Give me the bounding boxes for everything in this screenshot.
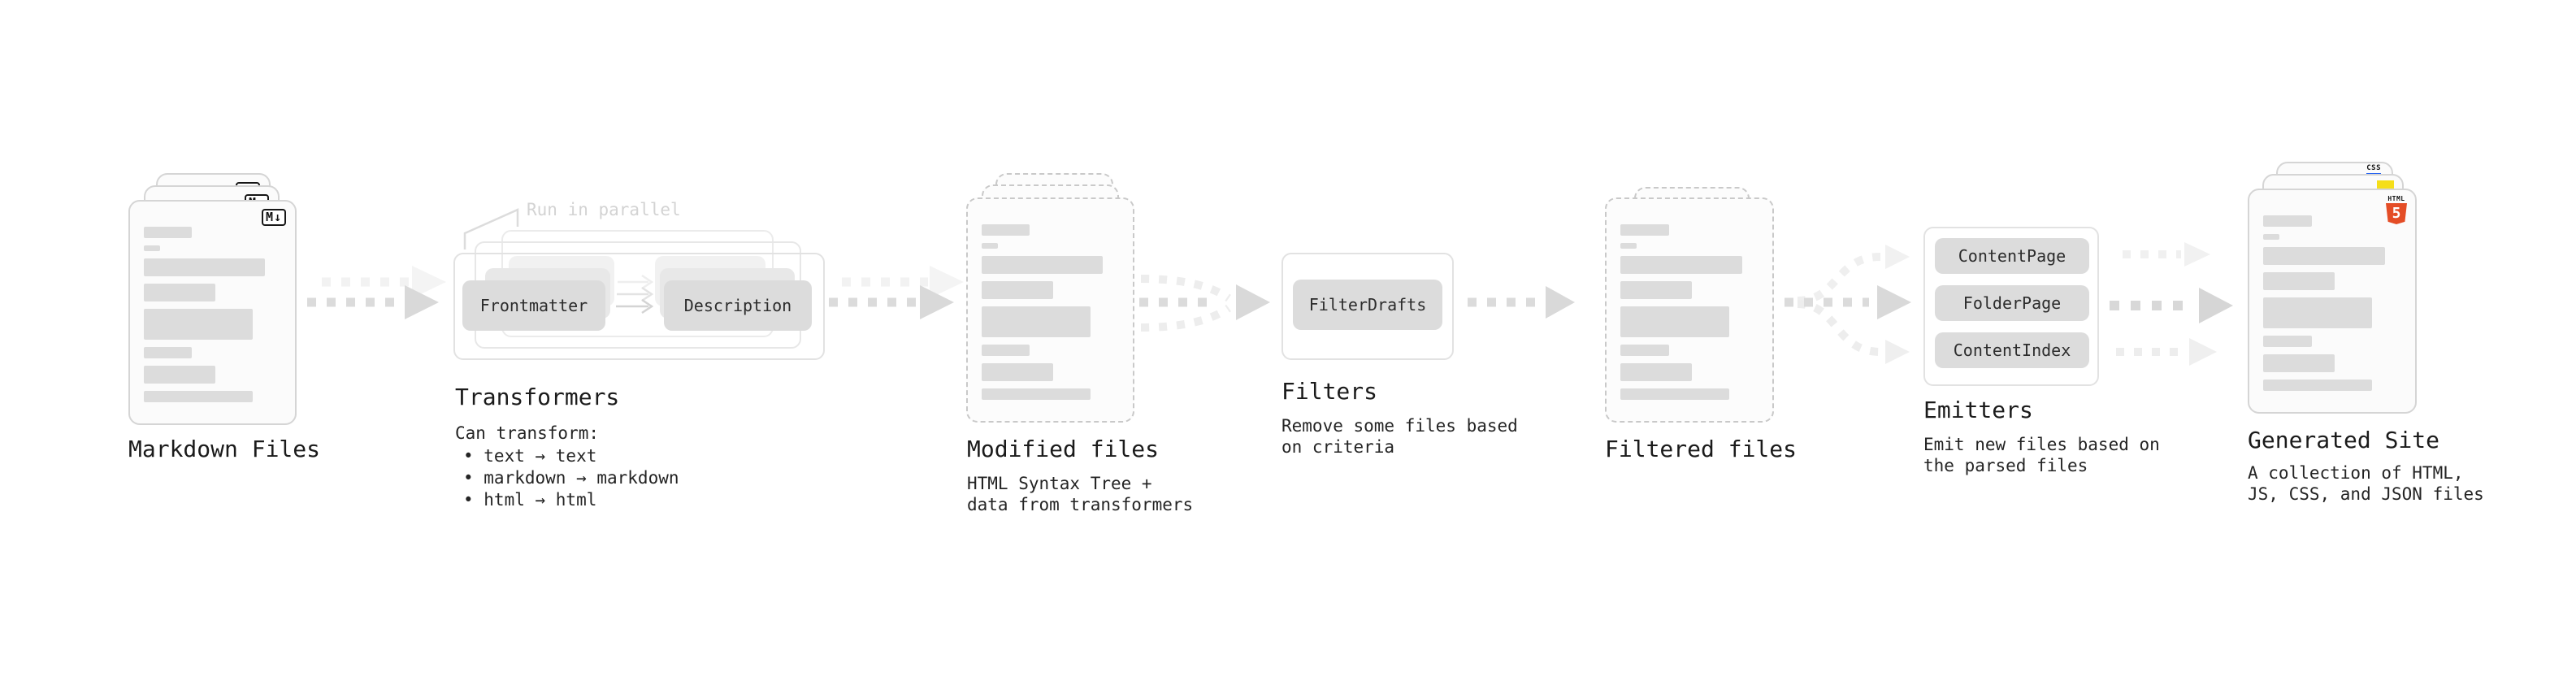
filtered-files-stack — [1605, 187, 1808, 431]
transformers-desc-heading: Can transform: — [455, 423, 600, 443]
js-icon — [2377, 180, 2394, 191]
flow-arrow-markdown-to-transformers-ghost — [322, 266, 446, 298]
desc-line: HTML Syntax Tree + — [967, 474, 1152, 493]
text-line-placeholder — [144, 284, 215, 301]
transformers-label: Transformers — [455, 384, 620, 410]
file-content-placeholder — [982, 224, 1119, 400]
desc-line: Emit new files based on — [1923, 435, 2160, 454]
filters-frame — [1281, 253, 1454, 360]
html5-shield: 5 — [2386, 203, 2407, 224]
html-file-card: HTML 5 — [2248, 189, 2417, 414]
modified-files-label: Modified files — [967, 436, 1160, 462]
text-line-placeholder — [982, 224, 1030, 236]
flow-arrow-contentindex-to-site — [2116, 338, 2217, 366]
transformers-bullet-list: • text → text • markdown → markdown • ht… — [463, 445, 679, 511]
text-line-placeholder — [144, 391, 253, 402]
bullet-item: • text → text — [463, 446, 597, 466]
filtered-file-card — [1605, 197, 1774, 423]
text-line-placeholder — [2263, 336, 2312, 347]
text-line-placeholder — [982, 281, 1053, 299]
modified-file-card — [966, 197, 1134, 423]
filters-desc: Remove some files based on criteria — [1281, 415, 1518, 458]
flow-arrow-transformers-to-modified — [829, 285, 954, 319]
contentindex-box: ContentIndex — [1935, 332, 2089, 368]
text-line-placeholder — [144, 227, 193, 238]
description-box: Description — [664, 280, 812, 331]
text-line-placeholder — [1620, 281, 1693, 299]
flow-arrow-filters-to-filtered — [1468, 286, 1575, 319]
text-line-placeholder — [2263, 272, 2335, 290]
bullet-item: • markdown → markdown — [463, 468, 679, 488]
transformer-frame — [453, 253, 825, 360]
filterdrafts-box: FilterDrafts — [1293, 280, 1442, 330]
text-line-placeholder — [144, 258, 265, 276]
modified-files-desc: HTML Syntax Tree + data from transformer… — [967, 473, 1193, 515]
text-line-placeholder — [144, 309, 253, 340]
text-line-placeholder — [2263, 297, 2373, 328]
markdown-files-stack: M↓ M↓ M↓ — [128, 173, 332, 433]
modified-files-stack — [966, 173, 1169, 433]
text-line-placeholder — [1620, 388, 1730, 400]
html5-wordmark: HTML — [2387, 195, 2405, 202]
markdown-file-card: M↓ — [128, 200, 297, 425]
generated-site-stack: CSS HTML 5 — [2248, 162, 2459, 430]
desc-line: Remove some files based — [1281, 416, 1518, 436]
flow-arrow-folderpage-to-site — [2110, 288, 2233, 323]
text-line-placeholder — [144, 245, 161, 251]
text-line-placeholder — [982, 243, 999, 249]
emitters-frame — [1923, 227, 2099, 386]
text-line-placeholder — [982, 306, 1091, 337]
generated-site-label: Generated Site — [2248, 427, 2440, 453]
text-line-placeholder — [2263, 247, 2385, 265]
folderpage-box: FolderPage — [1935, 285, 2089, 321]
desc-line: JS, CSS, and JSON files — [2248, 484, 2484, 504]
text-line-placeholder — [1620, 256, 1742, 274]
file-content-placeholder — [2263, 215, 2401, 391]
text-line-placeholder — [2263, 354, 2335, 372]
text-line-placeholder — [1620, 224, 1669, 236]
text-line-placeholder — [1620, 363, 1693, 381]
text-line-placeholder — [1620, 306, 1730, 337]
text-line-placeholder — [982, 388, 1091, 400]
generated-site-desc: A collection of HTML, JS, CSS, and JSON … — [2248, 462, 2484, 505]
frontmatter-box: Frontmatter — [462, 280, 605, 331]
file-content-placeholder — [1620, 224, 1759, 400]
text-line-placeholder — [1620, 345, 1669, 356]
text-line-placeholder — [1620, 243, 1637, 249]
text-line-placeholder — [2263, 380, 2373, 391]
flow-arrow-contentpage-to-site — [2123, 242, 2210, 267]
text-line-placeholder — [982, 345, 1030, 356]
desc-line: data from transformers — [967, 495, 1194, 514]
emitters-desc: Emit new files based on the parsed files — [1923, 434, 2160, 476]
desc-line: A collection of HTML, — [2248, 463, 2464, 483]
filters-label: Filters — [1281, 378, 1378, 405]
text-line-placeholder — [982, 256, 1103, 274]
text-line-placeholder — [982, 363, 1053, 381]
text-line-placeholder — [2263, 215, 2312, 227]
desc-line: the parsed files — [1923, 456, 2088, 475]
markdown-icon: M↓ — [261, 209, 286, 226]
text-line-placeholder — [144, 347, 193, 358]
flow-arrow-filtered-to-emitters-branch-bottom — [1797, 300, 1910, 364]
emitters-label: Emitters — [1923, 397, 2033, 423]
text-line-placeholder — [2263, 234, 2280, 240]
run-in-parallel-annotation: Run in parallel — [527, 200, 681, 219]
flow-arrow-filtered-to-emitters-branch-top — [1797, 245, 1910, 305]
desc-line: on criteria — [1281, 437, 1395, 457]
text-line-placeholder — [144, 366, 215, 384]
file-content-placeholder — [144, 227, 281, 402]
bullet-item: • html → html — [463, 490, 597, 510]
filtered-files-label: Filtered files — [1605, 436, 1798, 462]
html5-icon: HTML 5 — [2386, 195, 2407, 224]
flow-arrow-transformers-to-modified-ghost — [842, 266, 964, 298]
markdown-files-label: Markdown Files — [128, 436, 321, 462]
contentpage-box: ContentPage — [1935, 238, 2089, 274]
